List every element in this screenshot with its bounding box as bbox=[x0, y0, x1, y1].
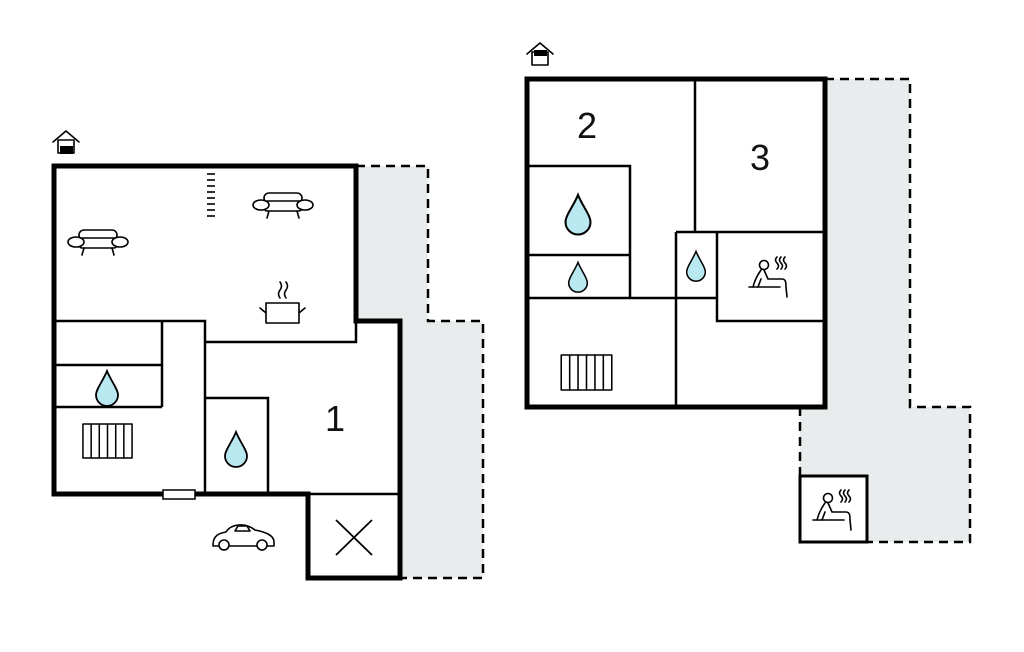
terrace-outline bbox=[356, 164, 485, 580]
room-label: 3 bbox=[750, 137, 770, 178]
sofa-icon bbox=[252, 192, 314, 219]
room-label: 1 bbox=[325, 398, 345, 439]
stairs-icon bbox=[207, 173, 215, 217]
sauna-icon bbox=[748, 256, 788, 298]
entrance-icon-fill bbox=[60, 146, 73, 154]
water-drop-icon bbox=[224, 431, 248, 468]
exterior-wall bbox=[51, 163, 403, 581]
radiator-icon bbox=[82, 423, 133, 459]
interior-walls bbox=[527, 79, 825, 407]
water-drop-icon bbox=[685, 250, 707, 282]
void-cross-icon bbox=[335, 519, 373, 556]
water-drop-icon bbox=[95, 370, 119, 407]
upper-floor-plan: 2 3 bbox=[524, 42, 972, 544]
entrance-icon-fill bbox=[534, 50, 547, 56]
terrace-area bbox=[356, 166, 483, 578]
terrace-area bbox=[800, 79, 970, 542]
car-icon bbox=[212, 524, 275, 551]
radiator-icon bbox=[560, 354, 613, 391]
terrace-outline bbox=[798, 77, 972, 544]
outdoor-sauna-hut bbox=[798, 474, 869, 544]
water-drop-icon bbox=[564, 193, 592, 236]
sofa-icon bbox=[67, 229, 129, 256]
door-threshold bbox=[162, 489, 196, 500]
ground-floor-plan: 1 bbox=[51, 130, 485, 581]
cooking-pot-icon bbox=[259, 281, 306, 324]
room-label: 2 bbox=[577, 105, 597, 146]
water-drop-icon bbox=[567, 261, 589, 293]
interior-walls bbox=[54, 319, 400, 496]
